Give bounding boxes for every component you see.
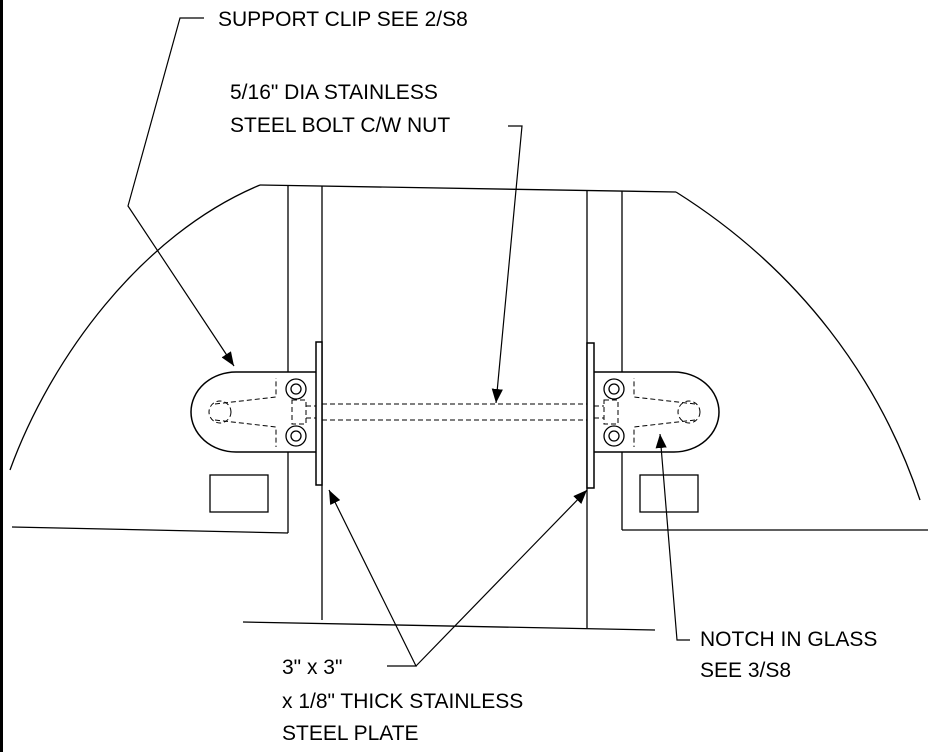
notch-leader	[655, 433, 690, 641]
notch-label-line2: SEE 3/S8	[700, 659, 792, 682]
fin-bottom-line	[242, 621, 656, 631]
left-steel-plate	[315, 341, 323, 486]
right-notch	[639, 474, 699, 513]
support-clip-label: SUPPORT CLIP SEE 2/S8	[218, 8, 468, 31]
plate-label-line3: STEEL PLATE	[282, 722, 419, 745]
support-clip-leader	[127, 17, 235, 367]
left-notch	[209, 474, 269, 513]
left-clip-bolt-bottom	[285, 425, 307, 447]
plate-label-line2: x 1/8" THICK STAINLESS	[282, 690, 524, 713]
glass-outline	[9, 184, 921, 501]
right-clip-bolt-bottom	[603, 425, 625, 447]
bolt-leader	[491, 125, 523, 404]
plate-leader-left	[328, 489, 417, 667]
bolt-label-line1: 5/16" DIA STAINLESS	[230, 81, 438, 104]
plate-label-line1: 3" x 3"	[282, 656, 343, 679]
right-clip-bolt-top	[603, 378, 625, 400]
right-steel-plate	[586, 342, 595, 489]
right-support-clip	[594, 371, 720, 453]
glass-fin	[321, 186, 588, 628]
plate-leader-right	[415, 489, 588, 667]
bolt-label-line2: STEEL BOLT C/W NUT	[230, 114, 451, 137]
left-support-clip	[190, 371, 316, 453]
stainless-bolt	[322, 403, 587, 421]
left-clip-bolt-top	[285, 378, 307, 400]
right-glass-panel	[621, 191, 928, 531]
left-glass-panel	[11, 186, 289, 534]
notch-label-line1: NOTCH IN GLASS	[700, 628, 878, 651]
